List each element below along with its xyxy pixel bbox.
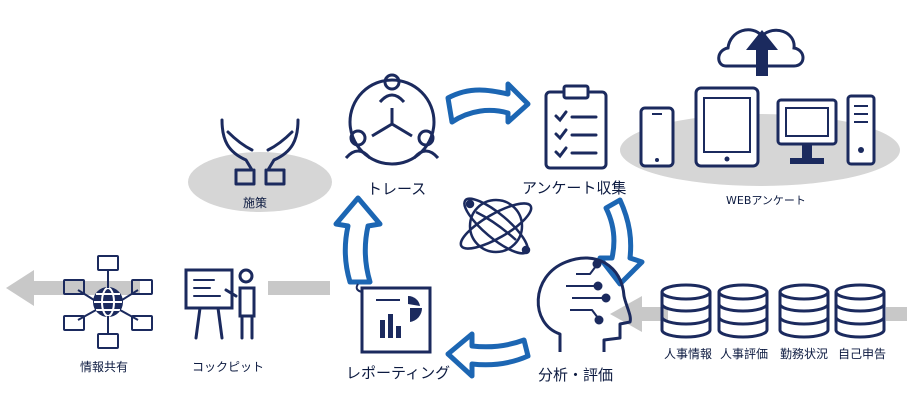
label-hr-eval: 人事評価 [720, 347, 769, 361]
label-analysis: 分析・評価 [538, 366, 614, 384]
report-document-icon [355, 283, 432, 354]
presenter-icon [184, 268, 256, 340]
gray-arrow-database [610, 296, 907, 332]
clipboard-checklist-icon [544, 84, 608, 170]
label-hr-info: 人事情報 [664, 347, 713, 361]
cloud-upload-icon [717, 28, 805, 76]
desktop-monitor-icon [776, 98, 838, 164]
label-self-report: 自己申告 [838, 347, 887, 361]
blue-arrow-trace-to-survey [445, 81, 531, 125]
label-web-survey: WEBアンケート [726, 194, 806, 207]
label-reporting: レポーティング [346, 364, 451, 382]
ai-head-icon [536, 256, 632, 352]
label-survey-collection: アンケート収集 [522, 179, 627, 197]
blue-arrow-survey-to-analysis [597, 197, 645, 287]
hands-icon [220, 118, 300, 186]
gray-arrow-left [6, 270, 330, 306]
label-measures: 施策 [243, 196, 268, 210]
team-trace-icon [344, 73, 440, 166]
globe-orbit-icon [459, 197, 533, 255]
label-cockpit: コックピット [192, 360, 265, 374]
label-trace: トレース [367, 180, 427, 198]
label-work-status: 勤務状況 [780, 347, 829, 361]
measures-ellipse [188, 152, 332, 212]
network-globe-icon [63, 255, 153, 349]
smartphone-icon [639, 106, 675, 168]
blue-arrow-reporting-to-trace [333, 195, 383, 285]
label-info-sharing: 情報共有 [80, 360, 129, 374]
blue-arrow-analysis-to-reporting [445, 331, 531, 379]
pc-tower-icon [846, 94, 876, 166]
tablet-icon [694, 86, 760, 168]
database-icon [660, 283, 886, 339]
